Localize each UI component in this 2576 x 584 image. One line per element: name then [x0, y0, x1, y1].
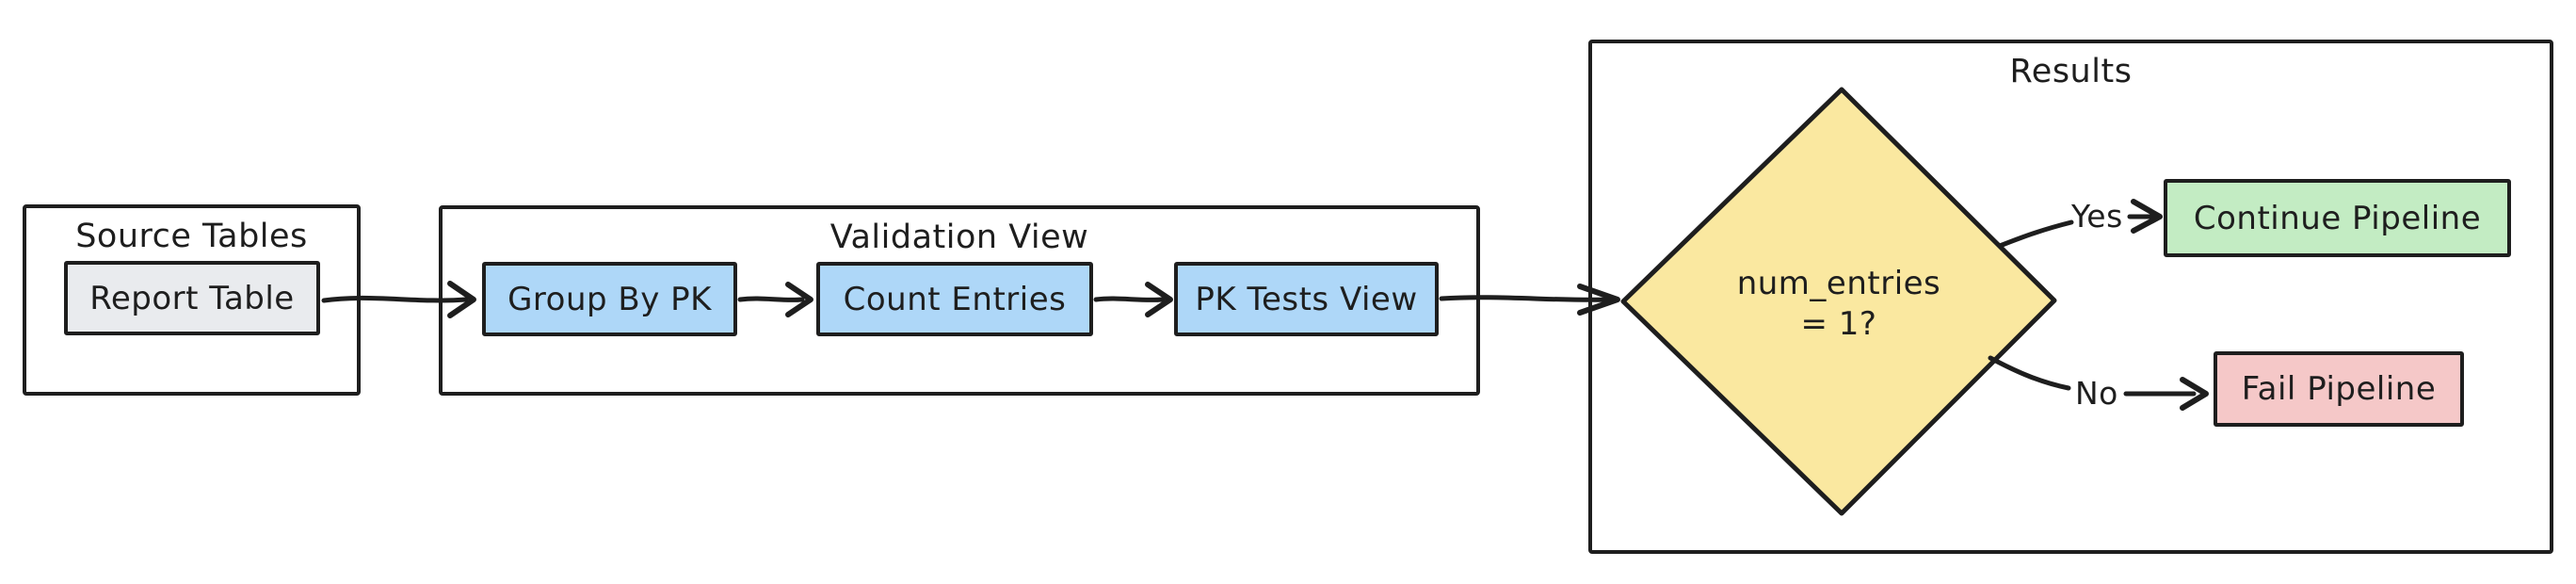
node-count-entries-label: Count Entries	[843, 280, 1067, 318]
arrow-report-to-groupby	[321, 295, 469, 303]
node-pk-tests-view-label: PK Tests View	[1195, 280, 1418, 318]
arrowhead-decision-yes-icon	[2131, 199, 2163, 234]
arrowhead-report-to-groupby-icon	[447, 281, 476, 318]
node-report-table: Report Table	[64, 261, 320, 335]
results-container: Results	[1588, 40, 2553, 554]
decision-diamond	[1620, 87, 2057, 516]
node-group-by-pk-label: Group By PK	[507, 280, 712, 318]
decision-label-line2: = 1?	[1800, 305, 1877, 343]
arrow-decision-no-line	[1988, 355, 2071, 391]
node-pk-tests-view: PK Tests View	[1174, 262, 1439, 336]
arrowhead-groupby-to-count-icon	[785, 282, 813, 317]
arrow-decision-yes-line	[1997, 219, 2074, 249]
node-fail-pipeline-label: Fail Pipeline	[2241, 370, 2437, 408]
node-count-entries: Count Entries	[816, 262, 1093, 336]
arrow-pktests-to-decision	[1439, 295, 1613, 302]
edge-label-yes: Yes	[2071, 198, 2123, 235]
decision-label-line1: num_entries	[1736, 265, 1941, 302]
arrowhead-decision-no-icon	[2180, 377, 2209, 411]
validation-view-title: Validation View	[829, 219, 1089, 256]
edge-label-no: No	[2075, 375, 2118, 412]
source-tables-container: Source Tables	[23, 204, 361, 396]
node-group-by-pk: Group By PK	[482, 262, 737, 336]
node-continue-pipeline: Continue Pipeline	[2164, 179, 2511, 257]
arrowhead-count-to-pktests-icon	[1145, 282, 1173, 317]
node-fail-pipeline: Fail Pipeline	[2214, 351, 2464, 427]
decision-label: num_entries = 1?	[1679, 264, 1999, 345]
node-continue-pipeline-label: Continue Pipeline	[2193, 199, 2482, 237]
source-tables-title: Source Tables	[75, 218, 308, 255]
arrow-groupby-to-count	[737, 296, 805, 302]
node-report-table-label: Report Table	[89, 279, 295, 317]
arrowhead-pktests-to-decision-icon	[1577, 284, 1620, 316]
arrow-count-to-pktests	[1093, 296, 1166, 302]
results-title: Results	[2009, 53, 2133, 90]
